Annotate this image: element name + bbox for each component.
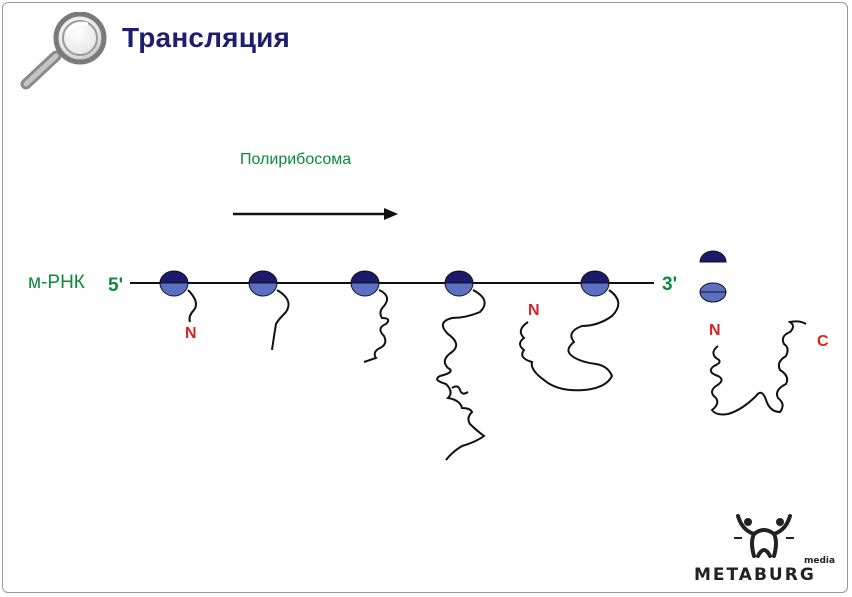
n-terminus-label: N: [709, 322, 721, 339]
c-terminus-label: C: [817, 333, 829, 350]
direction-arrow: [233, 208, 398, 220]
peptide-chain: [436, 289, 486, 461]
logo-text: METABURG: [694, 565, 816, 585]
ribosome: [350, 270, 380, 297]
three-prime-label: 3': [662, 274, 677, 295]
ribosome: [159, 270, 189, 297]
five-prime-label: 5': [108, 275, 123, 296]
logo-subtext: media: [804, 556, 836, 566]
ribosome-large-subunit: [699, 250, 727, 263]
ribosome: [248, 270, 278, 297]
mrna-label: м-РНК: [28, 272, 85, 293]
metaburg-logo-icon: [734, 514, 794, 558]
released-polypeptide: [709, 320, 807, 416]
ribosome-small-subunit: [699, 282, 727, 303]
n-terminus-label: N: [528, 302, 540, 319]
peptide-chain: [363, 289, 390, 363]
n-terminus-label: N: [185, 325, 197, 342]
magnifier-icon: [20, 12, 107, 90]
page-title: Трансляция: [122, 22, 291, 53]
peptide-chain: [519, 289, 620, 392]
ribosome: [580, 270, 610, 297]
peptide-chain: [187, 289, 197, 323]
ribosome: [444, 270, 474, 297]
peptide-chain: [271, 289, 290, 351]
polyribosome-label: Полирибосома: [240, 151, 351, 168]
